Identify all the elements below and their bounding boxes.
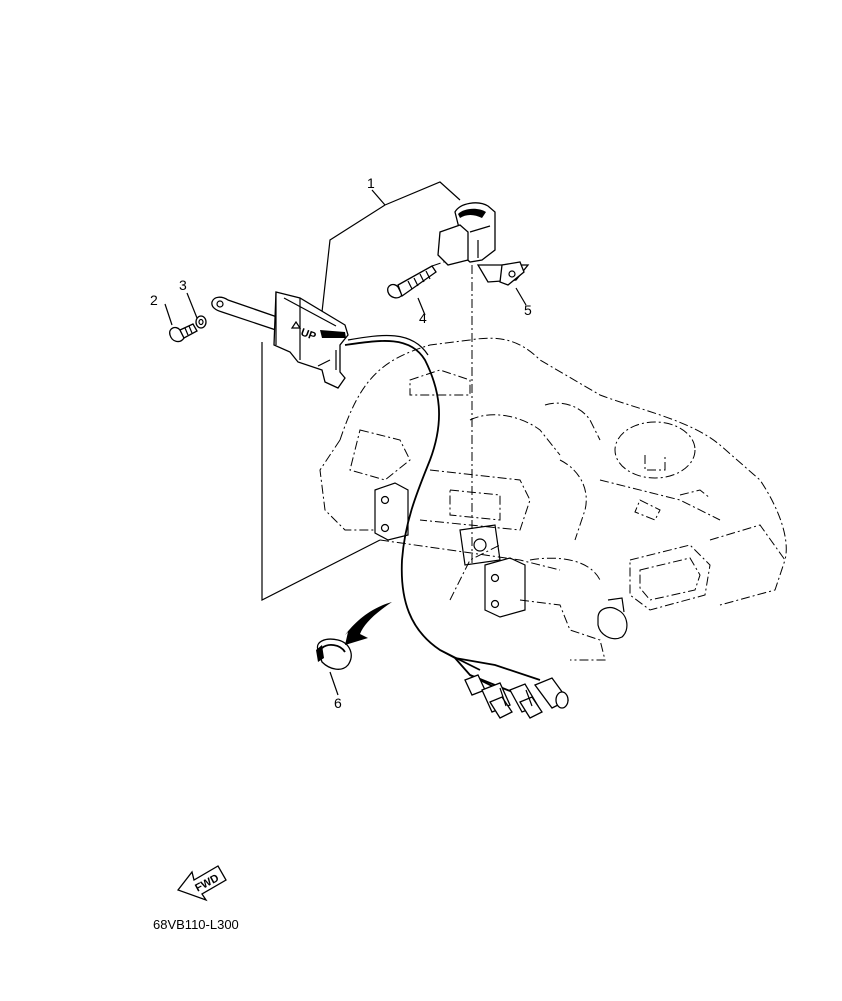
leader-lines [164, 181, 527, 696]
engine-bracket-outline [319, 337, 787, 661]
callout-6: 6 [334, 695, 342, 711]
bolt-part-2 [169, 323, 198, 343]
curved-arrow [345, 602, 392, 645]
diagram-code: 68VB110-L300 [153, 917, 239, 932]
cable-connectors [464, 674, 569, 719]
fwd-arrow-icon: FWD [176, 865, 227, 902]
plate-part-5 [476, 261, 530, 286]
bolt-part-4 [387, 265, 437, 299]
callout-5: 5 [524, 302, 532, 318]
sensor-up-label: UP [299, 327, 317, 344]
sensor-cable [344, 334, 541, 696]
clamp-part-6 [316, 638, 352, 670]
callout-1: 1 [367, 175, 375, 191]
washer-part-3 [195, 315, 207, 329]
bracket-blocks [374, 482, 628, 640]
callout-3: 3 [179, 277, 187, 293]
callout-4: 4 [419, 310, 427, 326]
sensor-holder [437, 202, 496, 266]
trim-sensor: UP [211, 291, 349, 389]
callout-2: 2 [150, 292, 158, 308]
